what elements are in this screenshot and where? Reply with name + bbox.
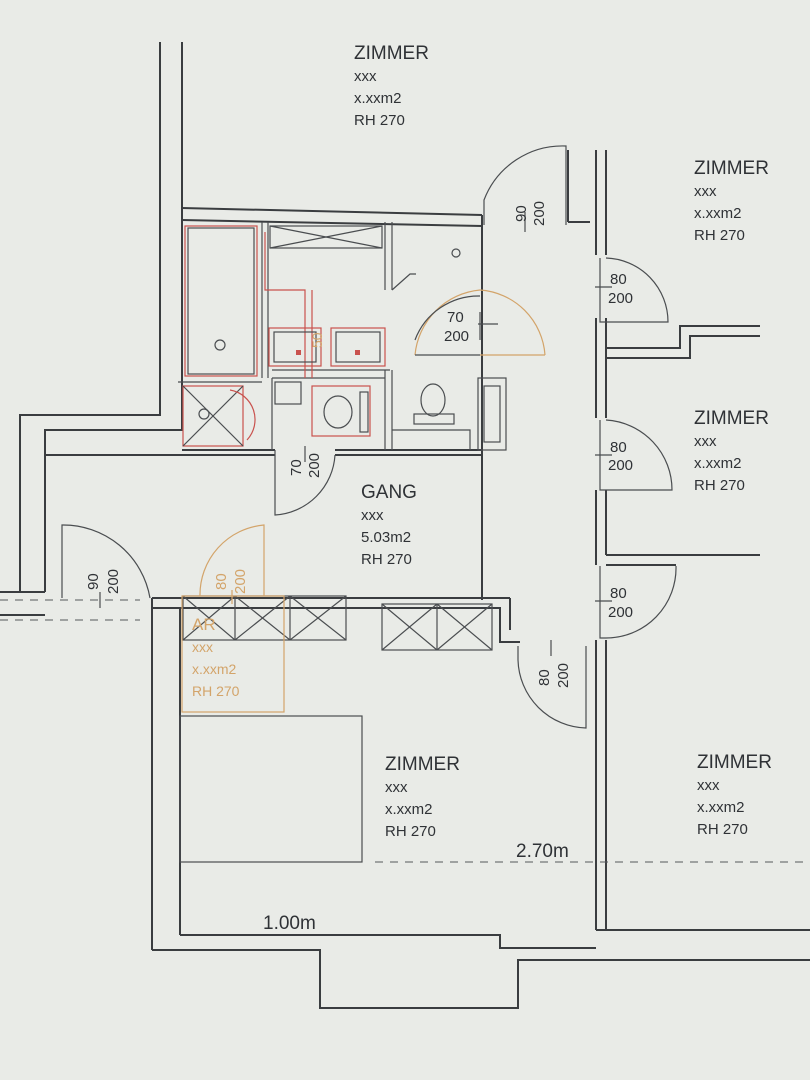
room-height: RH 270	[694, 477, 745, 494]
door-height: 200	[608, 604, 633, 621]
walls	[0, 42, 810, 1009]
sink-left	[268, 327, 322, 367]
door-height: 200	[531, 201, 548, 226]
room-area: x.xxm2	[354, 90, 402, 107]
room-name: GANG	[361, 482, 417, 503]
room-name: ZIMMER	[697, 752, 772, 773]
room-code: xxx	[697, 777, 720, 794]
door-gang[interactable]	[274, 450, 336, 516]
door-height: 200	[608, 457, 633, 474]
door-main[interactable]	[517, 646, 587, 729]
door-width: 90	[85, 573, 102, 590]
door-labels: 90 200 70 200 80 200 80 200 80 200 70 20…	[85, 201, 633, 688]
room-height: RH 270	[354, 112, 405, 129]
door-height: 200	[608, 290, 633, 307]
room-code: xxx	[385, 779, 408, 796]
door-right-3[interactable]	[599, 565, 677, 639]
door-width: 80	[610, 439, 627, 456]
washbasin-counter	[269, 225, 383, 249]
sink-right	[330, 327, 386, 367]
door-entry[interactable]	[61, 524, 151, 599]
doors	[61, 145, 677, 729]
room-height: RH 270	[192, 683, 240, 699]
door-top[interactable]	[483, 145, 567, 225]
room-height: RH 270	[361, 551, 412, 568]
room-area: x.xxm2	[385, 801, 433, 818]
door-height: 200	[444, 328, 469, 345]
door-height: 200	[232, 569, 249, 594]
room-code: xxx	[192, 639, 213, 655]
room-name: ZIMMER	[354, 43, 429, 64]
door-height: 200	[306, 453, 323, 478]
door-width: 90	[513, 205, 530, 222]
door-height: 200	[555, 663, 572, 688]
room-height: RH 270	[697, 821, 748, 838]
room-labels: ZIMMER xxx x.xxm2 RH 270 ZIMMER xxx x.xx…	[192, 43, 772, 840]
room-area: x.xxm2	[694, 455, 742, 472]
room-area: 5.03m2	[361, 529, 411, 546]
room-area: x.xxm2	[697, 799, 745, 816]
room-code: xxx	[354, 68, 377, 85]
dashed-lines	[0, 599, 810, 863]
room-name: ZIMMER	[694, 158, 769, 179]
door-right-2[interactable]	[599, 419, 673, 491]
room-area: x.xxm2	[694, 205, 742, 222]
room-code: xxx	[694, 433, 717, 450]
door-ar[interactable]	[199, 524, 265, 597]
bathroom-fixtures: 50	[182, 225, 507, 451]
door-width: 80	[536, 669, 553, 686]
toilet-left	[311, 385, 371, 437]
door-width: 70	[447, 309, 464, 326]
wardrobes	[179, 595, 493, 863]
door-height: 200	[105, 569, 122, 594]
room-height: RH 270	[385, 823, 436, 840]
shower	[182, 385, 244, 447]
room-name: ZIMMER	[694, 408, 769, 429]
door-right-1[interactable]	[599, 257, 669, 323]
dimension-labels: 2.70m 1.00m	[263, 841, 569, 934]
toilet-right	[420, 383, 446, 417]
door-width: 80	[610, 271, 627, 288]
bathtub	[184, 225, 258, 377]
door-width: 80	[610, 585, 627, 602]
bed	[179, 715, 363, 863]
room-name: AR	[192, 615, 216, 634]
door-width: 80	[213, 573, 230, 590]
room-height: RH 270	[694, 227, 745, 244]
room-name: ZIMMER	[385, 754, 460, 775]
room-code: xxx	[694, 183, 717, 200]
dimension-2-70: 2.70m	[516, 841, 569, 862]
door-width: 70	[288, 459, 305, 476]
cabinet-label: 50	[309, 332, 325, 348]
room-area: x.xxm2	[192, 661, 237, 677]
dimension-1-00: 1.00m	[263, 913, 316, 934]
room-code: xxx	[361, 507, 384, 524]
